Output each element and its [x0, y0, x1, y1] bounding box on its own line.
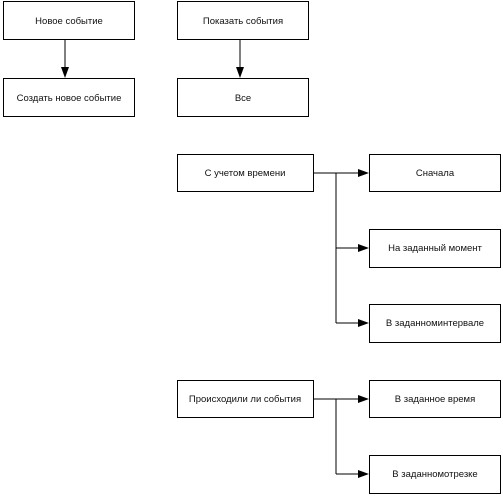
node-in-segment-box — [369, 455, 501, 494]
arrowhead-time-to-start — [358, 169, 369, 177]
node-at-time-label: В заданное время — [395, 394, 475, 405]
arrowhead-show-to-all — [236, 67, 244, 78]
arrowhead-new-to-create — [61, 67, 69, 78]
node-new-event-label: Новое событие — [35, 16, 103, 27]
node-show-events: Показать события — [177, 1, 309, 40]
node-time-aware-box — [177, 154, 314, 192]
node-in-interval-box — [369, 304, 501, 343]
node-in-interval-label: В заданноминтервале — [386, 318, 484, 329]
node-new-event-box — [3, 1, 135, 40]
node-show-events-label: Показать события — [203, 16, 283, 27]
node-from-start-box — [369, 154, 501, 192]
node-at-moment-label: На заданный момент — [388, 243, 482, 254]
node-all-box — [177, 78, 309, 117]
node-new-event: Новое событие — [3, 1, 135, 40]
node-did-events-occur-box — [177, 380, 314, 418]
arrowhead-time-to-moment — [358, 244, 369, 252]
node-did-events-occur-label: Происходили ли события — [189, 394, 301, 405]
node-all: Все — [177, 78, 309, 117]
connectors — [61, 40, 369, 478]
node-at-time-box — [369, 380, 501, 418]
node-time-aware: С учетом времени — [177, 154, 314, 192]
node-create-new-event-label: Создать новое событие — [17, 93, 122, 104]
node-time-aware-label: С учетом времени — [205, 168, 286, 179]
node-from-start-label: Сначала — [416, 168, 455, 179]
node-at-moment: На заданный момент — [369, 229, 501, 268]
node-did-events-occur: Происходили ли события — [177, 380, 314, 418]
node-in-segment-label: В заданномотрезке — [392, 469, 477, 480]
node-at-moment-box — [369, 229, 501, 268]
node-all-label: Все — [235, 93, 251, 104]
node-in-segment: В заданномотрезке — [369, 455, 501, 494]
arrowhead-time-to-interval — [358, 319, 369, 327]
arrowhead-occur-to-segment — [358, 470, 369, 478]
arrowhead-occur-to-time — [358, 395, 369, 403]
node-at-time: В заданное время — [369, 380, 501, 418]
node-create-new-event: Создать новое событие — [3, 78, 135, 117]
node-create-new-event-box — [3, 78, 135, 117]
node-from-start: Сначала — [369, 154, 501, 192]
node-show-events-box — [177, 1, 309, 40]
node-in-interval: В заданноминтервале — [369, 304, 501, 343]
